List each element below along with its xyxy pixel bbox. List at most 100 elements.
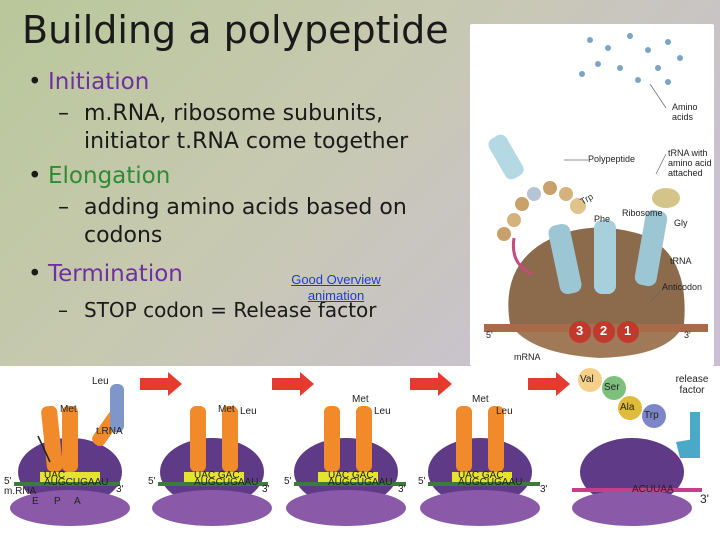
mrna-highlight	[452, 472, 512, 484]
release-arrow	[511, 237, 533, 276]
panel4-aa-leu: Leu	[496, 406, 513, 417]
panel2-anticodon: UAC GAC	[194, 470, 240, 481]
site-p: P	[54, 496, 61, 507]
label-trna: tRNA	[670, 256, 692, 266]
panel4-aa-met: Met	[472, 394, 489, 405]
label-leader-lines	[564, 83, 667, 303]
panel1-five-prime: 5'	[4, 476, 12, 487]
initiator-trna	[110, 384, 124, 432]
bullet-dot: •	[28, 163, 42, 189]
bullet-dot: •	[28, 69, 42, 95]
panel2-aa-leu: Leu	[240, 406, 257, 417]
panel2-three-prime: 3'	[262, 484, 270, 495]
panel1-aa-leu: Leu	[92, 376, 109, 387]
panel1-anticodon: UAC	[44, 470, 66, 481]
bullet-initiation: • Initiation	[28, 68, 468, 96]
trna-pointer-line	[37, 435, 51, 463]
sub-bullet-initiation: – m.RNA, ribosome subunits,	[58, 100, 468, 128]
ribosome-figure: Amino acids Polypeptide tRNA with amino …	[470, 24, 714, 366]
bullet-elongation: • Elongation	[28, 162, 468, 190]
gly-amino-acid	[652, 188, 680, 208]
codon-number-3: 3	[576, 323, 584, 338]
panel5-aa-val: Val	[580, 374, 594, 385]
mrna-highlight	[318, 472, 378, 484]
label-ribosome: Ribosome	[622, 208, 663, 218]
overview-animation-link[interactable]: Good Overview animation	[268, 272, 404, 304]
release-factor-label: release factor	[675, 374, 709, 396]
sub-bullet-initiation-line1: m.RNA, ribosome subunits,	[84, 101, 384, 126]
bullet-list: • Initiation – m.RNA, ribosome subunits,…	[28, 66, 468, 324]
mrna-highlight	[40, 472, 100, 484]
overview-link-line1[interactable]: Good Overview	[291, 272, 381, 287]
panel3-five-prime: 5'	[284, 476, 292, 487]
panel1-mrna-seq: AUGCUGAAU	[44, 477, 109, 488]
mrna-lines	[14, 482, 702, 492]
polypeptide-chain	[497, 181, 586, 241]
sub-bullet-termination-line1: STOP codon = Release factor	[84, 298, 377, 322]
label-gly: Gly	[674, 218, 688, 228]
slide-title: Building a polypeptide	[22, 8, 449, 52]
translation-steps-illustration	[10, 368, 702, 526]
panel1-three-prime: 3'	[116, 484, 124, 495]
site-a: A	[74, 496, 81, 507]
bullet-termination-label: Termination	[48, 261, 183, 287]
bullet-dot: •	[28, 261, 42, 287]
mrna-highlight	[184, 472, 244, 484]
site-e: E	[32, 496, 39, 507]
panel5-three-prime: 3'	[700, 492, 709, 506]
label-anticodon: Anticodon	[662, 282, 703, 292]
bullet-elongation-label: Elongation	[48, 163, 171, 189]
panel5-mrna-seq: ACUUAA	[632, 484, 674, 495]
label-amino-acids: Amino acids	[672, 102, 698, 122]
trna-molecules	[488, 134, 668, 295]
released-amino-acids	[578, 368, 666, 428]
codon-number-1: 1	[624, 323, 632, 338]
panel3-aa-met: Met	[352, 394, 369, 405]
bullet-initiation-label: Initiation	[48, 69, 150, 95]
dash: –	[58, 298, 68, 322]
panel5-aa-trp: Trp	[644, 410, 659, 421]
panel3-mrna-seq: AUGCUGAAU	[328, 477, 393, 488]
ribosome-illustration	[484, 33, 708, 358]
sub-bullet-elongation-line2: codons	[84, 223, 163, 248]
label-mrna: mRNA	[514, 352, 541, 362]
panel1-trna-label: t.RNA	[96, 426, 123, 437]
label-five-prime: 5'	[486, 330, 493, 340]
panel3-anticodon: UAC GAC	[328, 470, 374, 481]
dash: –	[58, 195, 69, 220]
panel2-mrna-seq: AUGCUGAAU	[194, 477, 259, 488]
overview-link-line2[interactable]: animation	[307, 288, 365, 303]
sub-bullet-initiation-cont: initiator t.RNA come together	[58, 128, 468, 156]
panel3-aa-leu: Leu	[374, 406, 391, 417]
amino-acids-cluster	[579, 33, 683, 85]
translation-steps-strip: Leu Met t.RNA UAC AUGCUGAAU 5' 3' m.RNA …	[0, 366, 720, 540]
ribosome-small-subunit	[510, 324, 684, 358]
panel4-anticodon: UAC GAC	[458, 470, 504, 481]
dash-spacer	[58, 128, 84, 156]
step-arrows	[140, 372, 570, 396]
panel2-five-prime: 5'	[148, 476, 156, 487]
panel4-five-prime: 5'	[418, 476, 426, 487]
dash: –	[58, 101, 69, 126]
panel5-aa-ala: Ala	[620, 402, 635, 413]
bullet-termination: • Termination	[28, 260, 468, 288]
sub-bullet-termination: – STOP codon = Release factor	[58, 296, 468, 324]
sub-bullet-elongation-line1: adding amino acids based on	[84, 195, 407, 220]
sub-bullet-elongation: – adding amino acids based on	[58, 194, 468, 222]
panel4-mrna-seq: AUGCUGAAU	[458, 477, 523, 488]
sub-bullet-initiation-line2: initiator t.RNA come together	[84, 129, 409, 154]
label-trna-attached: tRNA with amino acid attached	[668, 148, 712, 178]
label-phe: Phe	[594, 214, 611, 224]
label-three-prime: 3'	[684, 330, 691, 340]
label-polypeptide: Polypeptide	[588, 154, 636, 164]
panel1-aa-met: Met	[60, 404, 77, 415]
codon-number-badges	[569, 321, 639, 343]
panel3-three-prime: 3'	[398, 484, 406, 495]
release-factor	[676, 412, 700, 458]
dash-spacer	[58, 222, 84, 250]
panel2-aa-met: Met	[218, 404, 235, 415]
panel1-mrna-label: m.RNA	[4, 486, 37, 497]
codon-number-2: 2	[600, 323, 608, 338]
trna-molecules	[41, 405, 504, 473]
panel4-three-prime: 3'	[540, 484, 548, 495]
